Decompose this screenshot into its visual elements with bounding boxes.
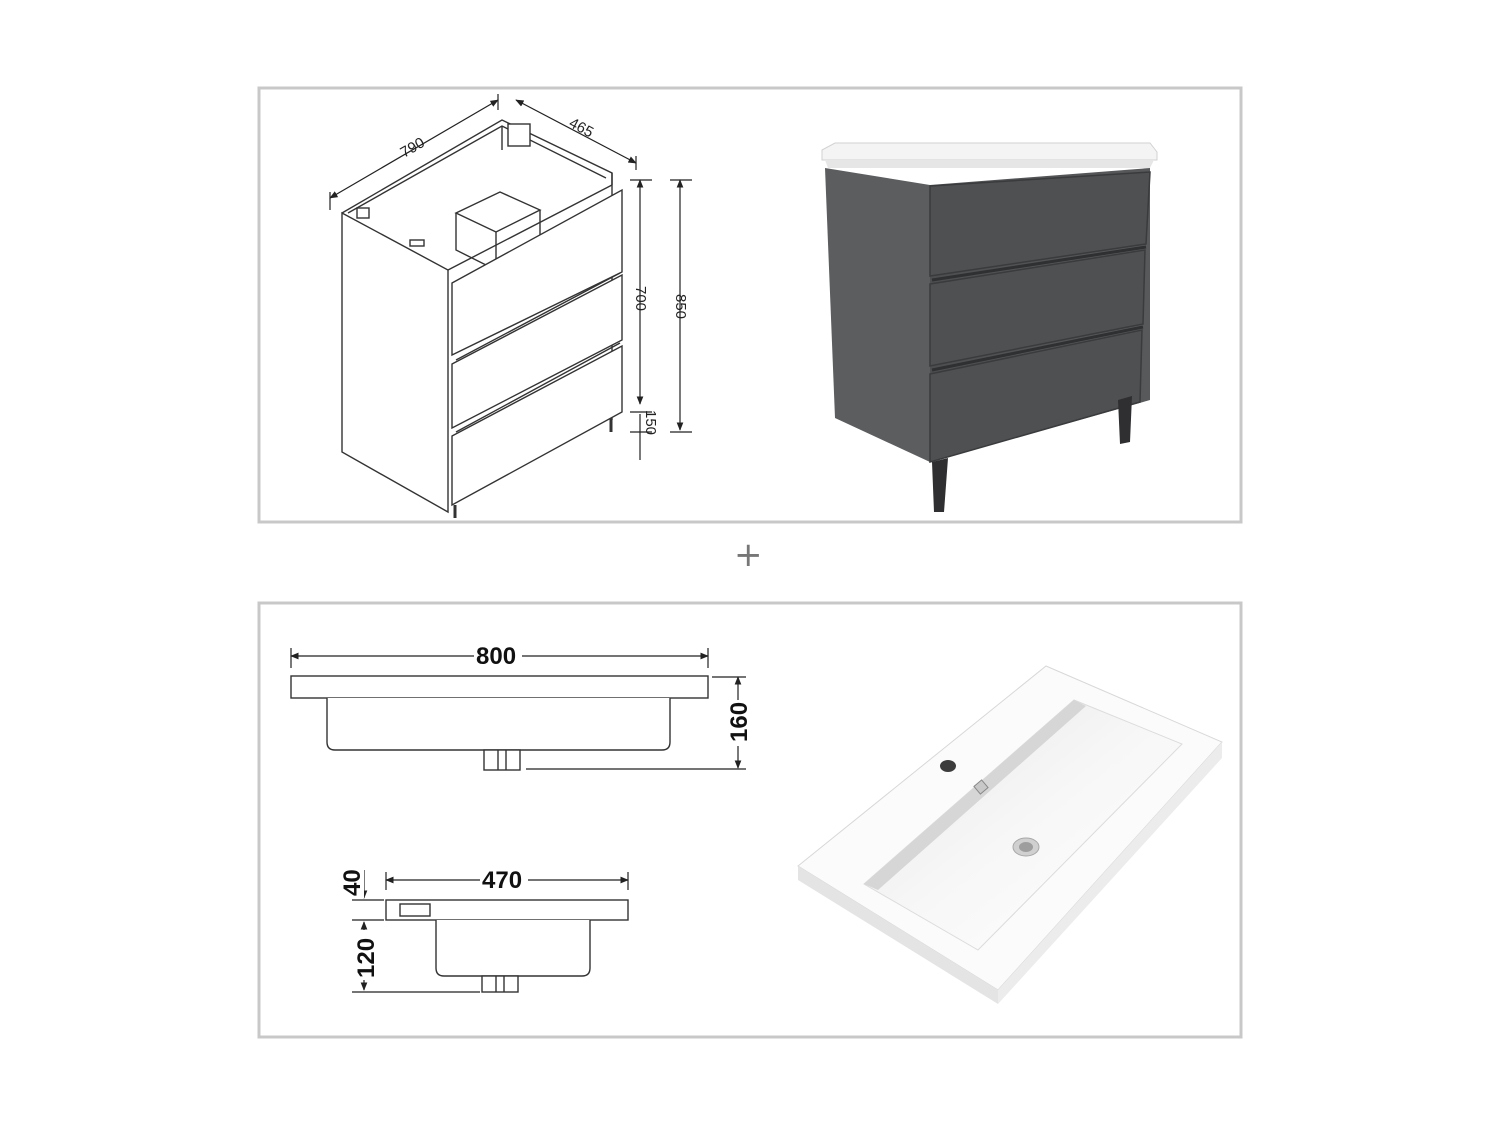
basin-front-elevation <box>290 675 709 771</box>
basin-width-label: 800 <box>476 643 516 670</box>
plus-separator: + <box>734 535 763 575</box>
basin-side-section <box>385 899 629 993</box>
basin-render <box>797 665 1223 1004</box>
basin-panel <box>257 601 1243 1039</box>
cabinet-body-height-label: 700 <box>632 286 649 311</box>
basin-depth-label: 470 <box>482 867 522 894</box>
basin-rim-label: 40 <box>339 869 366 896</box>
basin-bowl-label: 120 <box>353 938 380 978</box>
cabinet-total-height-label: 850 <box>672 294 689 319</box>
cabinet-panel <box>257 86 1243 524</box>
cabinet-line-drawing <box>341 119 623 518</box>
cabinet-depth-label: 465 <box>566 115 596 142</box>
basin-height-label: 160 <box>726 702 753 742</box>
cabinet-width-label: 790 <box>398 134 428 161</box>
tap-hole-icon <box>940 760 956 772</box>
cabinet-leg-height-label: 150 <box>642 410 659 435</box>
cabinet-dimensions <box>329 94 692 460</box>
width-dim-line <box>329 99 499 199</box>
cabinet-render <box>821 142 1158 512</box>
overflow-icon <box>973 779 989 795</box>
depth-dim-line <box>515 99 637 164</box>
